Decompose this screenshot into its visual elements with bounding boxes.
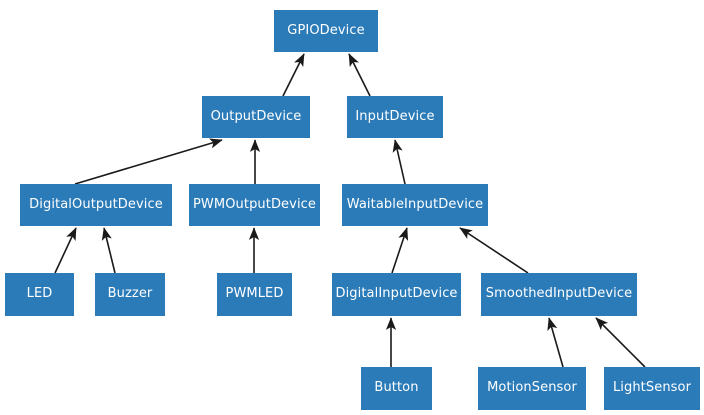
class-node-pwmoutputdevice[interactable]: PWMOutputDevice <box>189 184 320 226</box>
class-node-led[interactable]: LED <box>5 273 74 316</box>
inheritance-arrow-motionsensor-to-smoothedinputdevice <box>547 317 564 368</box>
class-node-inputdevice[interactable]: InputDevice <box>347 96 443 138</box>
class-node-button[interactable]: Button <box>361 367 432 410</box>
class-node-label: GPIODevice <box>287 22 365 38</box>
class-node-label: Buzzer <box>107 286 153 302</box>
inheritance-arrow-led-to-digitaloutputdevice <box>54 227 77 274</box>
inheritance-arrow-waitableinputdevice-to-inputdevice <box>392 139 406 185</box>
class-node-outputdevice[interactable]: OutputDevice <box>202 96 310 138</box>
class-node-waitableinputdevice[interactable]: WaitableInputDevice <box>342 184 488 226</box>
class-node-motionsensor[interactable]: MotionSensor <box>478 367 586 410</box>
class-node-label: LightSensor <box>612 380 692 396</box>
class-node-digitaloutputdevice[interactable]: DigitalOutputDevice <box>20 184 172 226</box>
class-node-label: Button <box>374 380 419 396</box>
class-node-label: LED <box>26 286 53 302</box>
class-node-label: DigitalOutputDevice <box>29 196 163 212</box>
inheritance-arrow-buzzer-to-digitaloutputdevice <box>101 227 116 274</box>
class-node-buzzer[interactable]: Buzzer <box>95 273 165 316</box>
class-node-label: WaitableInputDevice <box>346 196 484 212</box>
class-node-lightsensor[interactable]: LightSensor <box>604 367 700 410</box>
class-node-smoothedinputdevice[interactable]: SmoothedInputDevice <box>481 273 637 316</box>
class-node-label: InputDevice <box>355 108 435 124</box>
inheritance-arrow-smoothedinputdevice-to-waitableinputdevice <box>459 227 529 274</box>
class-node-label: PWMOutputDevice <box>192 196 317 212</box>
class-node-digitalinputdevice[interactable]: DigitalInputDevice <box>332 273 461 316</box>
inheritance-arrow-inputdevice-to-gpiodevice <box>348 53 371 97</box>
class-node-label: PWMLED <box>225 286 284 302</box>
inheritance-arrow-lightsensor-to-smoothedinputdevice <box>595 317 646 368</box>
inheritance-arrow-digitaloutputdevice-to-outputdevice <box>74 138 223 185</box>
class-node-pwmled[interactable]: PWMLED <box>217 273 292 316</box>
class-node-label: SmoothedInputDevice <box>485 286 633 302</box>
inheritance-arrow-digitalinputdevice-to-waitableinputdevice <box>391 227 409 274</box>
class-node-gpiodevice[interactable]: GPIODevice <box>274 10 378 52</box>
inheritance-arrow-outputdevice-to-gpiodevice <box>282 53 305 97</box>
class-node-label: MotionSensor <box>487 380 577 396</box>
class-node-label: DigitalInputDevice <box>335 286 458 302</box>
class-node-label: OutputDevice <box>210 108 302 124</box>
